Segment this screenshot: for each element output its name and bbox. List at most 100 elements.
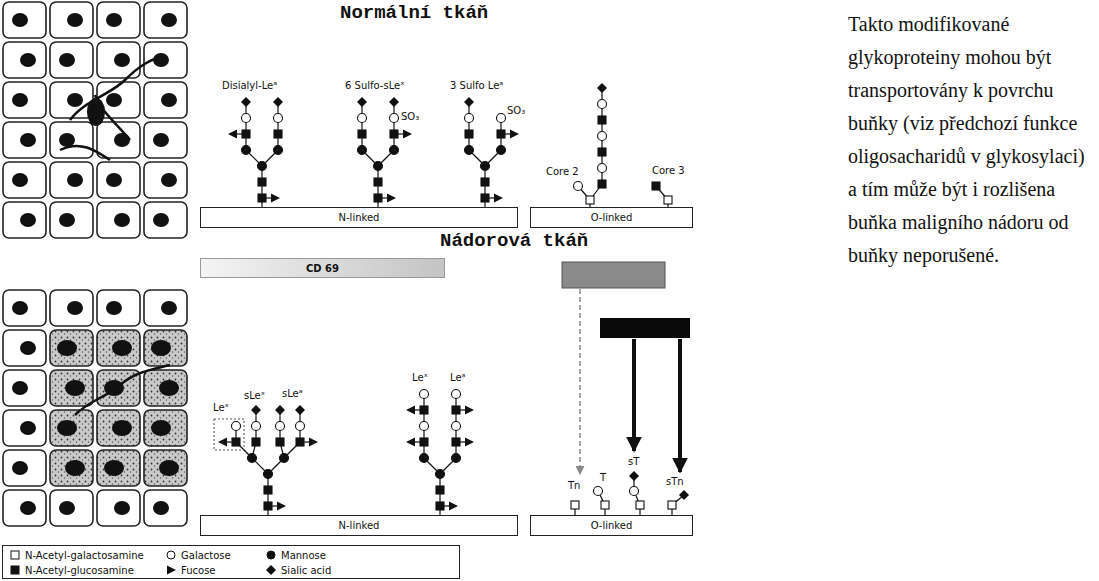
linkage-box: N-linked — [200, 207, 518, 228]
fucose-symbol — [406, 438, 415, 447]
node-label: O-linked — [591, 520, 633, 531]
legend-label: Mannose — [281, 550, 326, 561]
galactose-symbol — [465, 114, 474, 123]
nucleus — [12, 381, 28, 395]
sulfate-label: SO₃ — [401, 111, 419, 123]
nucleus — [112, 340, 132, 356]
glycan-name: 6 Sulfo-sLeˣ — [345, 80, 405, 92]
nucleus — [153, 501, 169, 515]
linkage-box: N-linked — [200, 515, 518, 536]
cell — [3, 42, 46, 78]
glycan-bonds — [223, 88, 684, 515]
nucleus — [159, 460, 179, 476]
glcnac-symbol — [390, 130, 398, 138]
sialic-acid-symbol — [273, 97, 283, 107]
glcnac-symbol — [436, 486, 444, 494]
nucleus — [114, 133, 130, 147]
nucleus — [12, 301, 28, 315]
glcnac-symbol — [497, 130, 505, 138]
legend-symbol — [265, 549, 277, 561]
galactose-symbol — [358, 114, 367, 123]
mannose-symbol — [481, 162, 490, 171]
glcnac-symbol — [264, 486, 272, 494]
core-label: Core 2 — [546, 166, 579, 178]
glcnac-symbol — [481, 194, 489, 202]
mannose-symbol — [390, 146, 399, 155]
galactose-symbol — [420, 422, 429, 431]
galnac-symbol — [668, 501, 676, 509]
body-text: Takto modifikované glykoproteiny mohou b… — [848, 8, 1094, 272]
glcnac-symbol — [452, 438, 460, 446]
glcnac-symbol — [420, 406, 428, 414]
legend-symbol — [266, 565, 276, 575]
node-label: N-linked — [339, 212, 380, 223]
pathway-arrow — [579, 289, 581, 474]
mannose-symbol — [436, 470, 445, 479]
fucose-symbol — [387, 194, 396, 203]
cell — [50, 122, 93, 158]
legend-symbol — [11, 551, 19, 559]
cell — [3, 330, 46, 366]
legend-symbol — [165, 549, 177, 561]
legend-label: Galactose — [181, 550, 231, 561]
capillary — [87, 98, 105, 126]
glcnac-symbol — [252, 438, 260, 446]
nucleus — [65, 460, 85, 476]
legend-label: Fucose — [181, 565, 216, 576]
cell — [144, 202, 187, 238]
nucleus — [59, 53, 75, 67]
nucleus — [20, 421, 36, 435]
glcnac-symbol — [598, 180, 606, 188]
legend-item: Sialic acid — [265, 564, 331, 576]
sialic-acid-symbol — [295, 405, 305, 415]
glycan-name: 3 Sulfo Leᵃ — [450, 80, 503, 92]
legend-label: Sialic acid — [281, 565, 331, 576]
cell — [144, 370, 187, 406]
nucleus — [114, 501, 130, 515]
sialic-acid-symbol — [464, 97, 474, 107]
cell — [144, 410, 187, 446]
protein-box: CD 69 — [200, 258, 445, 278]
glcnac-symbol — [274, 130, 282, 138]
legend-item: Fucose — [165, 564, 216, 576]
nucleus — [114, 213, 130, 227]
cell — [3, 122, 46, 158]
cell — [50, 42, 93, 78]
cell — [50, 290, 93, 326]
cell — [144, 82, 187, 118]
nucleus — [57, 420, 77, 436]
glcnac-symbol — [598, 148, 606, 156]
cell — [97, 330, 140, 366]
nucleus — [106, 93, 122, 107]
mannose-symbol — [258, 162, 267, 171]
galactose-symbol — [252, 422, 261, 431]
nucleus — [67, 93, 83, 107]
legend-item: N-Acetyl-galactosamine — [9, 549, 144, 561]
glcnac-symbol — [436, 502, 444, 510]
nucleus — [20, 133, 36, 147]
enzyme-bar — [600, 318, 690, 338]
cell — [144, 2, 187, 38]
nucleus — [104, 460, 124, 476]
cell — [3, 290, 46, 326]
galactose-symbol — [274, 114, 283, 123]
sialic-acid-symbol — [389, 97, 399, 107]
core-label: Core 3 — [652, 165, 685, 177]
legend-label: N-Acetyl-galactosamine — [25, 550, 144, 561]
legend-item: Mannose — [265, 549, 326, 561]
nucleus — [159, 380, 179, 396]
section-title: Nádorová tkáň — [440, 230, 588, 252]
sialic-acid-symbol — [251, 405, 261, 415]
fucose-symbol — [309, 438, 318, 447]
nucleus — [114, 53, 130, 67]
nucleus — [20, 341, 36, 355]
cell — [144, 290, 187, 326]
cell — [97, 490, 140, 526]
glcnac-symbol — [258, 178, 266, 186]
mannose-symbol — [264, 470, 273, 479]
fucose-symbol — [271, 194, 280, 203]
glcnac-symbol — [598, 116, 606, 124]
nucleus — [67, 13, 83, 27]
legend-symbol — [265, 564, 277, 576]
galactose-symbol — [296, 422, 305, 431]
